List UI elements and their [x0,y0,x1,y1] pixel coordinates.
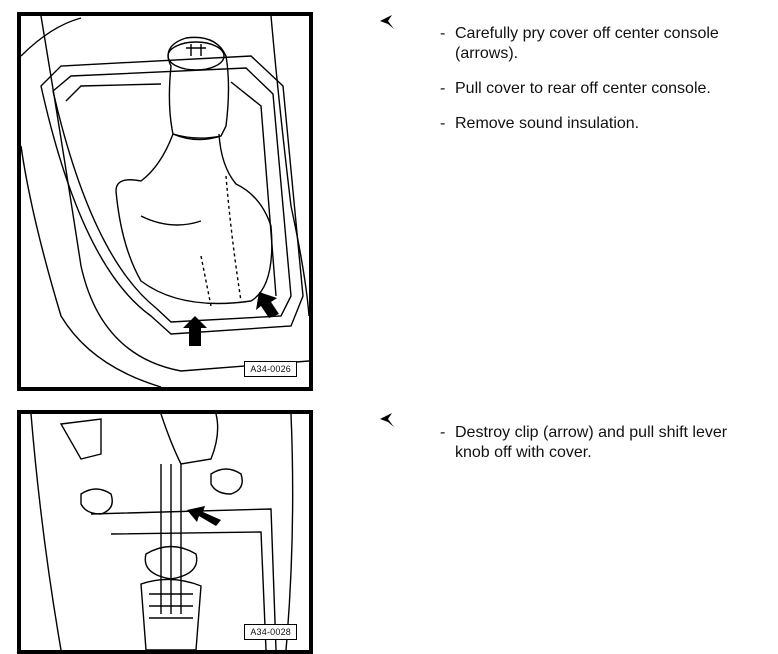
arrow-marker [187,506,221,526]
left-pointer-icon [380,413,394,427]
figure-label: A34-0028 [244,624,297,640]
instruction-step: -Remove sound insulation. [440,115,640,132]
instruction-list-1: -Carefully pry cover off center console … [440,24,740,149]
arrow-marker [183,292,279,346]
left-pointer-icon [380,15,394,29]
figure-label: A34-0026 [244,361,297,377]
instruction-step: -Destroy clip (arrow) and pull shift lev… [440,424,728,461]
instruction-step: -Carefully pry cover off center console … [440,25,719,62]
shift-lever-illustration [30,414,294,650]
instruction-step: -Pull cover to rear off center console. [440,80,711,97]
figure-console-cover: A34-0026 [17,12,313,391]
instruction-list-2: -Destroy clip (arrow) and pull shift lev… [440,423,740,478]
console-cover-illustration [21,16,309,387]
figure-shift-lever-clip: A34-0028 [17,410,313,654]
